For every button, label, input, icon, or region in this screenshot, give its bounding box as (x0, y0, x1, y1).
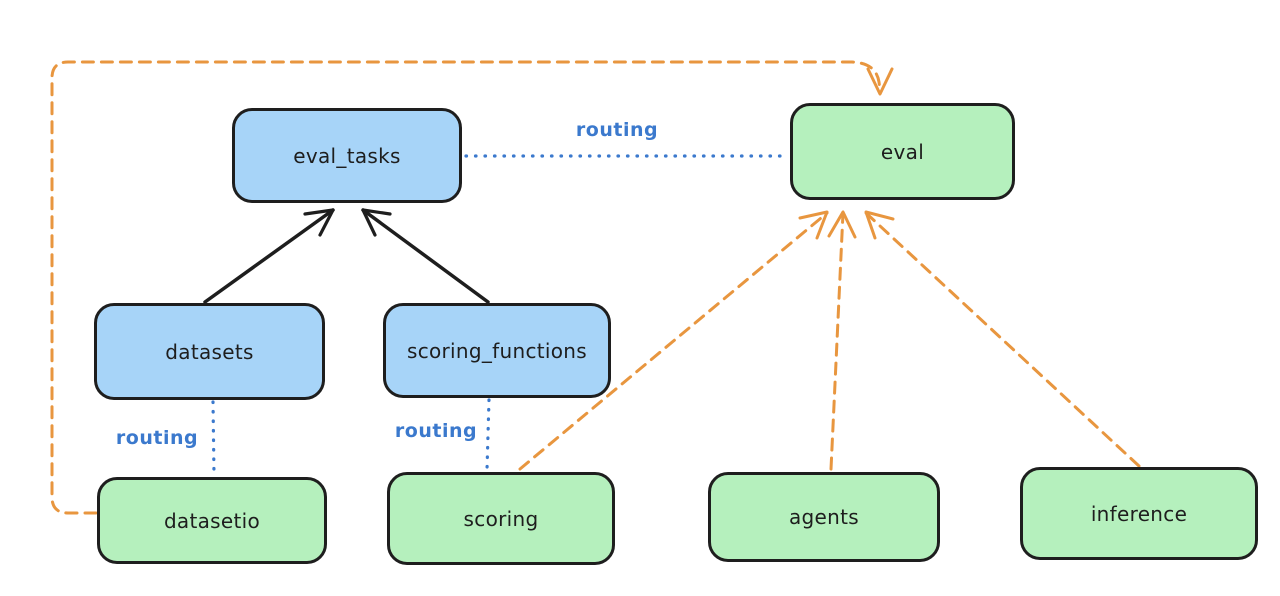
node-datasetio[interactable]: datasetio (97, 477, 327, 564)
edge-agents-to-eval[interactable] (827, 210, 857, 471)
node-label: scoring_functions (406, 338, 588, 363)
node-label: inference (1090, 501, 1188, 526)
node-label: datasetio (163, 508, 261, 533)
arrowhead-black-right (361, 208, 392, 237)
edge-datasets-to-datasetio[interactable] (211, 400, 216, 476)
edge-scoring-to-eval[interactable] (518, 210, 829, 471)
node-eval[interactable]: eval (790, 103, 1015, 200)
edge-label-routing-top[interactable]: routing (575, 119, 659, 141)
node-label: agents (789, 505, 859, 529)
arrowhead-orange-scoring (798, 210, 829, 240)
node-label: eval_tasks (293, 143, 401, 168)
node-agents[interactable]: agents (708, 472, 940, 562)
edge-datasetio-to-eval[interactable] (50, 60, 894, 515)
node-label: eval (880, 139, 925, 164)
edge-datasets-to-evaltasks[interactable] (203, 208, 335, 304)
arrowhead-orange-inference (864, 210, 895, 240)
arrowhead-orange-agents (827, 210, 857, 239)
edge-scoringfunctions-to-evaltasks[interactable] (361, 208, 490, 304)
edge-label-routing-scoring[interactable]: routing (394, 420, 478, 442)
node-label: scoring (463, 506, 539, 531)
arrowhead-orange-top (866, 67, 894, 96)
arrowhead-black-left (303, 208, 335, 237)
node-inference[interactable]: inference (1020, 467, 1258, 560)
edge-scoringfunctions-to-scoring[interactable] (485, 398, 491, 472)
edge-label-routing-datasetio[interactable]: routing (115, 427, 199, 449)
edge-inference-to-eval[interactable] (864, 210, 1141, 468)
node-scoring[interactable]: scoring (387, 472, 615, 565)
node-label: datasets (165, 339, 254, 364)
node-scoring-functions[interactable]: scoring_functions (383, 303, 611, 398)
node-datasets[interactable]: datasets (94, 303, 325, 400)
node-eval-tasks[interactable]: eval_tasks (232, 108, 462, 203)
